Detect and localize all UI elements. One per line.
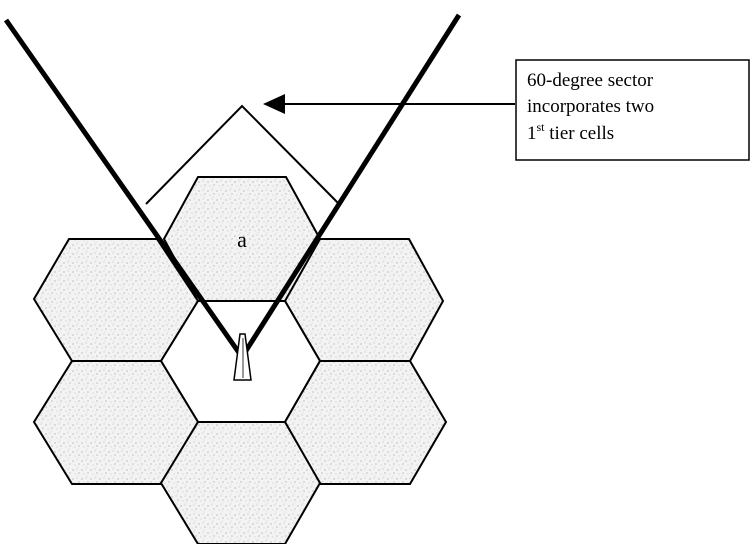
callout-box [515, 59, 750, 161]
hex-cell-bottom [159, 421, 322, 544]
callout-line-2: incorporates two [527, 96, 654, 117]
sector-beam-right [239, 13, 462, 359]
callout-line-3-suffix: tier cells [545, 123, 615, 144]
callout-line-3-sup: st [537, 120, 546, 134]
sector-beam-left [3, 18, 245, 359]
callout-text: 60-degree sector incorporates two 1st ti… [527, 70, 659, 144]
callout-line-1: 60-degree sector [527, 70, 654, 91]
sector-boundary [145, 104, 340, 205]
callout-line-3-prefix: 1 [527, 123, 537, 144]
cell-label-a: a [237, 227, 247, 252]
